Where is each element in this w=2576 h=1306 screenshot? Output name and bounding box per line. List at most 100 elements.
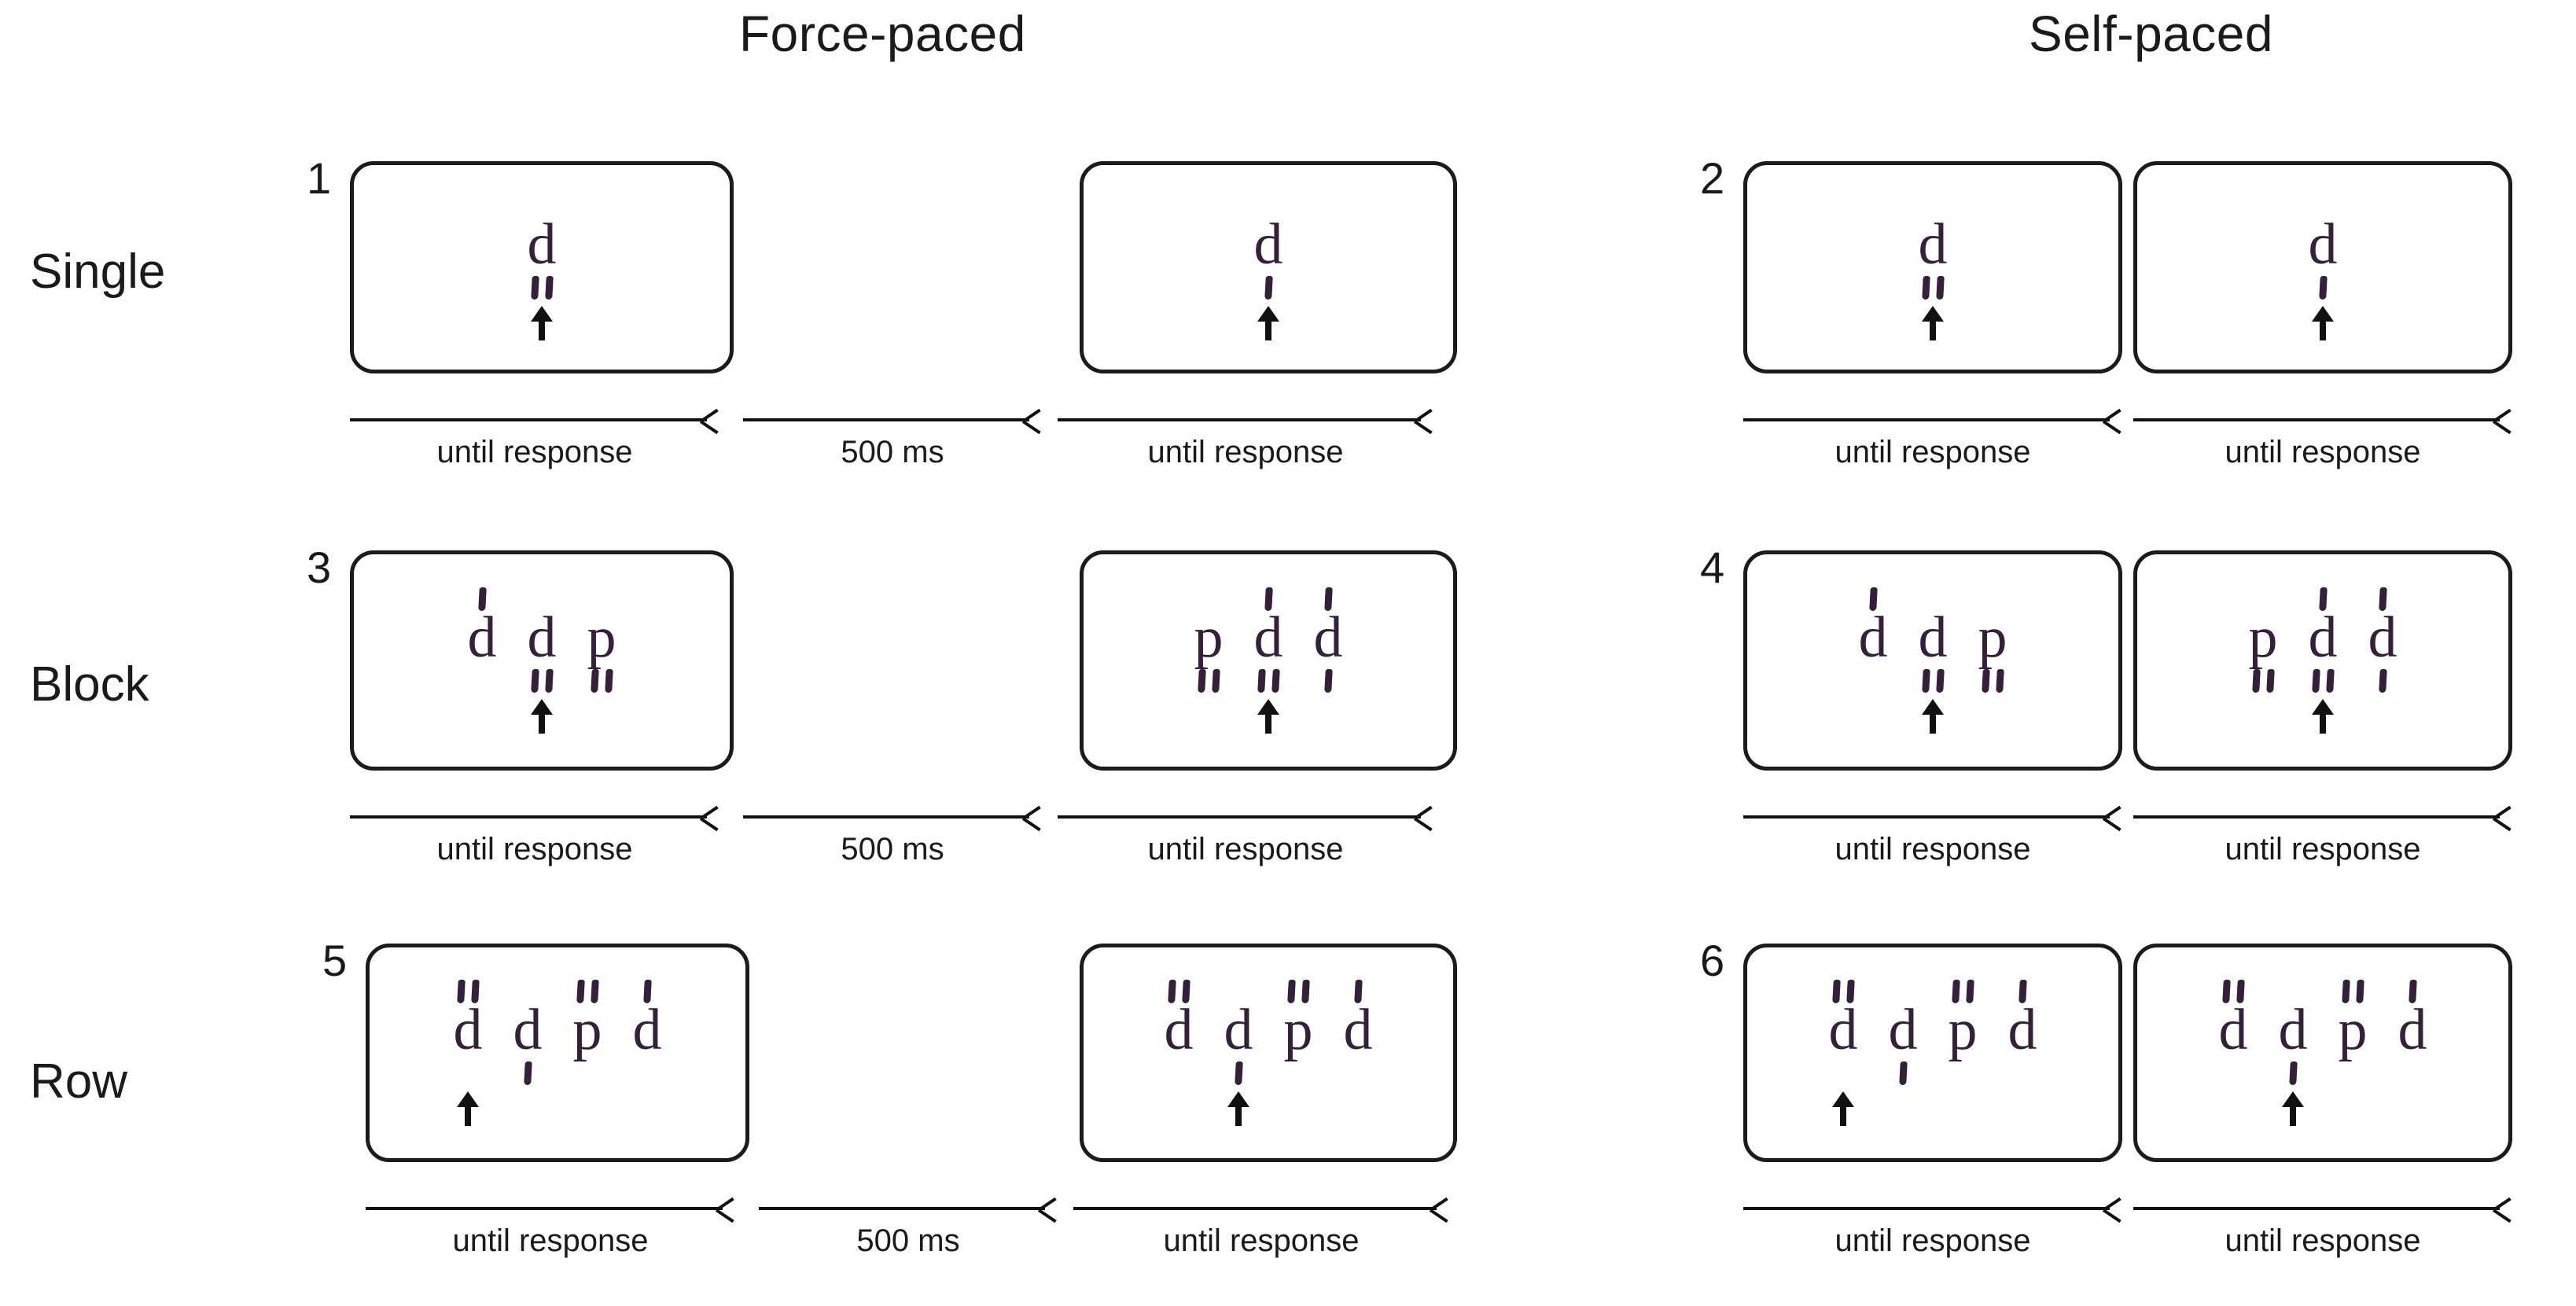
marks-below [2019,1061,2026,1090]
timeline-duration-label: until response [2225,435,2421,469]
stimulus-screen[interactable]: d [2133,161,2512,373]
arrow-right-icon [759,1200,1058,1217]
tally-mark-icon [576,980,585,1003]
stimulus-item: d [512,587,572,734]
stimulus-item: d [1873,980,1933,1126]
arrow-shaft [366,1207,723,1210]
condition-number-label: 1 [307,153,332,203]
stimulus-item: d [1238,194,1298,340]
arrow-head [2493,807,2514,827]
marks-below [2318,276,2328,304]
timeline-duration-label: until response [436,435,633,469]
arrow-head [1415,807,1435,827]
tally-mark-icon [2018,980,2027,1003]
tally-mark-icon [544,276,554,300]
stimulus-area: d [354,194,730,340]
stimulus-letter: p [572,998,602,1062]
timeline-duration-label: until response [1163,1223,1360,1258]
stimulus-letter: d [632,998,662,1062]
tally-mark-icon [590,980,599,1003]
stimulus-letter: d [1313,605,1343,670]
stimulus-item: p [2323,980,2383,1126]
timeline-segment: 500 ms [743,808,1042,867]
stimulus-letter: d [1888,998,1918,1062]
tally-mark-icon [1935,669,1945,693]
column-header-self-paced: Self-paced [2029,6,2273,62]
stimulus-item: p [1268,980,1328,1126]
stimulus-letter: d [1918,605,1948,670]
tally-mark-icon [2355,980,2364,1003]
tally-mark-icon [544,669,554,693]
row-label-row: Row [30,1054,128,1109]
row-label-block: Block [30,657,149,712]
arrow-right-icon [2133,411,2512,429]
stimulus-letter: d [1253,605,1283,670]
tally-mark-icon [1197,669,1206,693]
tally-mark-icon [1935,276,1945,300]
stimulus-letter: p [1948,998,1978,1062]
tally-mark-icon [2251,669,2261,693]
up-arrow-icon [528,699,555,734]
arrow-shaft [350,815,707,819]
stimulus-screen[interactable]: d [1743,161,2122,373]
arrow-shaft [1743,418,2110,421]
marks-below [530,276,554,304]
arrow-right-icon [350,808,719,826]
timeline-duration-label: 500 ms [856,1223,960,1258]
marks-below [1981,669,2004,697]
stimulus-screen[interactable]: d [350,161,734,373]
tally-mark-icon [642,980,652,1003]
stimulus-letter: d [2007,998,2037,1062]
tally-mark-icon [1868,587,1878,611]
condition-number-label: 4 [1700,543,1725,592]
tally-mark-icon [1234,1061,1243,1085]
marks-below [2350,1061,2357,1090]
tally-mark-icon [523,1061,532,1085]
arrow-head [701,807,721,827]
stimulus-letter: d [2368,605,2398,670]
tally-mark-icon [1264,587,1273,611]
arrow-shaft [1058,418,1421,421]
stimulus-letter: d [2398,998,2427,1062]
stimulus-item: d [498,980,558,1126]
tally-mark-icon [2378,587,2387,611]
stimulus-item: d [1328,980,1388,1126]
stimulus-letter: d [513,998,543,1062]
tally-mark-icon [2236,980,2245,1003]
stimulus-item: p [1963,587,2022,734]
up-arrow-icon [2280,1091,2306,1126]
marks-below [523,1061,532,1090]
stimulus-item: d [1903,194,1963,340]
stimulus-letter: d [1918,212,1948,277]
stimulus-letter: d [527,212,557,277]
arrow-shaft [1743,1207,2110,1210]
arrow-shaft [1073,1207,1437,1210]
up-arrow-icon [528,306,555,340]
stimulus-item: d [2353,587,2412,734]
timeline-segment: until response [1743,808,2122,867]
tally-mark-icon [1898,1061,1908,1085]
marks-below [1870,669,1877,697]
arrow-shaft [2133,1207,2500,1210]
tally-mark-icon [604,669,613,693]
stimulus-letter: p [1283,998,1313,1062]
stimulus-item: d [512,194,572,340]
timeline-duration-label: until response [2225,832,2421,866]
stimulus-screen[interactable]: d [1080,161,1457,373]
timeline-duration-label: 500 ms [841,435,944,469]
stimulus-item: d [1903,587,1963,734]
